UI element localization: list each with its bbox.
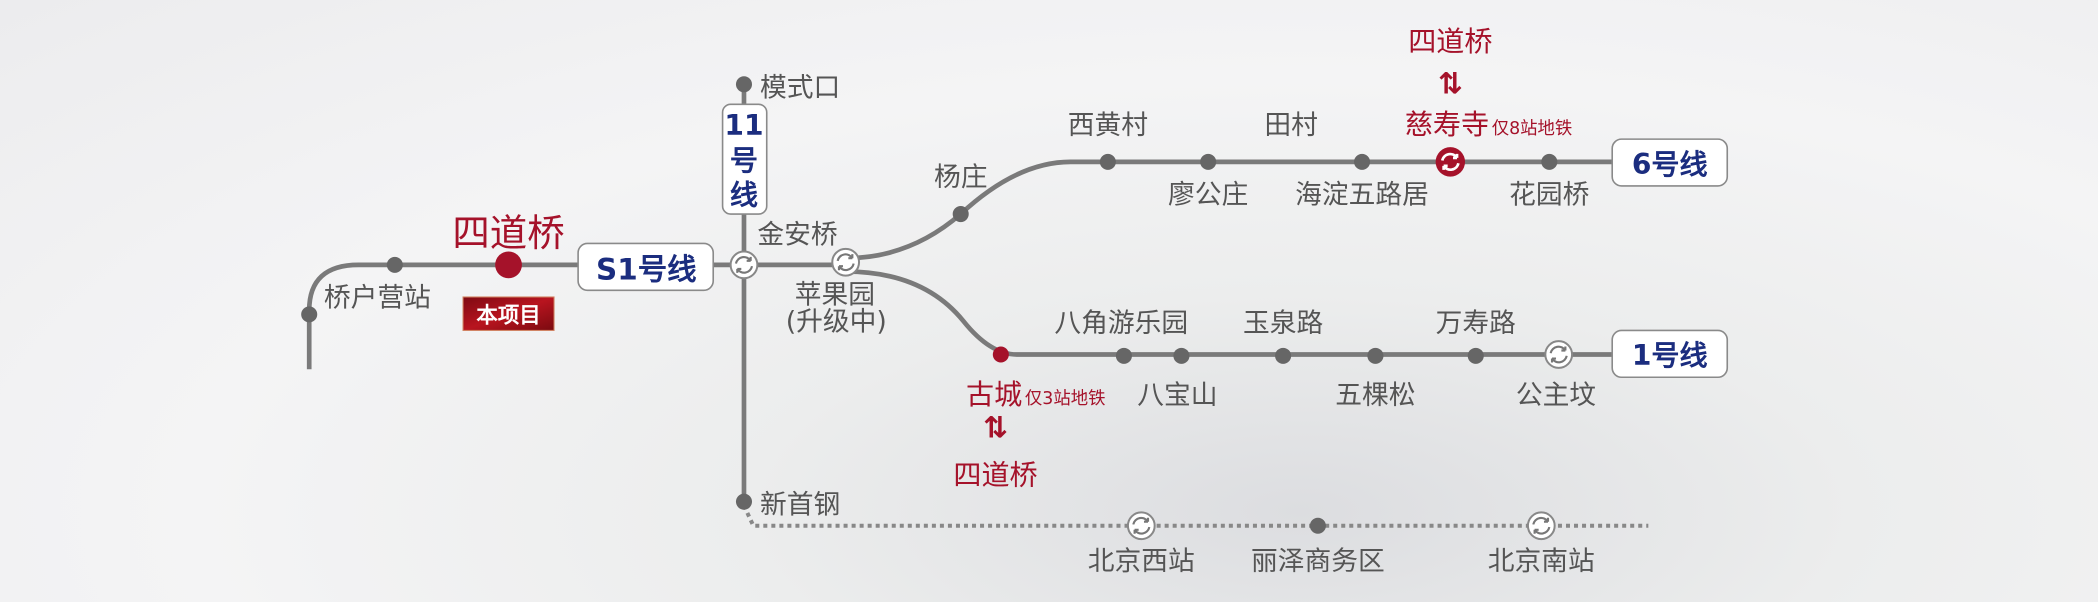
station-label: 北京南站 bbox=[1488, 546, 1595, 577]
interchange-icon bbox=[1544, 340, 1574, 369]
station-label: 八宝山 bbox=[1137, 380, 1217, 411]
station-label: 花园桥 bbox=[1509, 179, 1589, 210]
station-labels: 桥户营站 模式口 金安桥 苹果园 (升级中) 杨庄 西黄村 廖公庄 田村 海淀五… bbox=[324, 72, 1596, 577]
station-label: 八角游乐园 bbox=[1054, 308, 1188, 339]
svg-text:6号线: 6号线 bbox=[1632, 148, 1708, 181]
callout-note: 仅8站地铁 bbox=[1492, 119, 1573, 139]
callout-note: 仅3站地铁 bbox=[1025, 389, 1106, 409]
callout-cishousi: 四道桥 ⇅ 慈寿寺仅8站地铁 bbox=[1405, 25, 1572, 141]
line-badge-1[interactable]: 1号线 bbox=[1611, 329, 1729, 379]
line-badge-6[interactable]: 6号线 bbox=[1611, 138, 1729, 187]
svg-text:S1号线: S1号线 bbox=[596, 253, 697, 287]
interchange-icon-highlight bbox=[1434, 145, 1467, 178]
svg-text:四道桥: 四道桥 bbox=[953, 458, 1037, 491]
station-note: (升级中) bbox=[786, 306, 887, 337]
station-label: 苹果园 bbox=[795, 280, 875, 311]
station-label: 田村 bbox=[1264, 110, 1318, 141]
line-badge-11[interactable]: 11 号 线 bbox=[721, 103, 768, 215]
station-label: 新首钢 bbox=[760, 490, 840, 521]
transfer-arrow-icon: ⇅ bbox=[983, 410, 1008, 444]
station-dots bbox=[301, 76, 1558, 534]
station-label: 杨庄 bbox=[934, 162, 988, 193]
station-label: 公主坟 bbox=[1516, 380, 1596, 411]
station-label: 古城 bbox=[966, 378, 1022, 411]
station-label: 金安桥 bbox=[757, 219, 837, 250]
station-label: 五棵松 bbox=[1335, 380, 1415, 411]
line-badge-s1[interactable]: S1号线 bbox=[577, 242, 715, 292]
project-station-dot bbox=[495, 251, 522, 279]
station-label: 慈寿寺 bbox=[1405, 108, 1489, 141]
interchange-icon bbox=[729, 250, 759, 280]
station-label: 北京西站 bbox=[1088, 546, 1195, 577]
svg-text:线: 线 bbox=[730, 179, 758, 212]
interchange-icon bbox=[831, 247, 861, 277]
station-label: 廖公庄 bbox=[1168, 179, 1248, 210]
svg-text:号: 号 bbox=[730, 144, 758, 177]
station-label: 桥户营站 bbox=[324, 282, 431, 313]
station-label: 海淀五路居 bbox=[1295, 179, 1429, 210]
station-label: 模式口 bbox=[760, 72, 840, 103]
transfer-arrow-icon: ⇅ bbox=[1438, 67, 1463, 101]
interchange-icon bbox=[1126, 511, 1156, 541]
future-line-track bbox=[742, 504, 1649, 528]
project-badge: 本项目 bbox=[462, 296, 555, 331]
callout-gucheng: 古城仅3站地铁 ⇅ 四道桥 bbox=[953, 378, 1105, 491]
station-label: 万寿路 bbox=[1436, 308, 1517, 339]
station-label: 玉泉路 bbox=[1243, 308, 1324, 339]
svg-text:四道桥: 四道桥 bbox=[1408, 25, 1492, 58]
svg-text:1号线: 1号线 bbox=[1632, 339, 1708, 372]
project-title: 四道桥 bbox=[452, 211, 564, 255]
svg-text:11: 11 bbox=[724, 109, 763, 142]
station-label: 丽泽商务区 bbox=[1251, 546, 1385, 577]
interchange-icon bbox=[1526, 511, 1556, 541]
svg-text:本项目: 本项目 bbox=[476, 303, 540, 328]
station-label: 西黄村 bbox=[1068, 110, 1148, 141]
